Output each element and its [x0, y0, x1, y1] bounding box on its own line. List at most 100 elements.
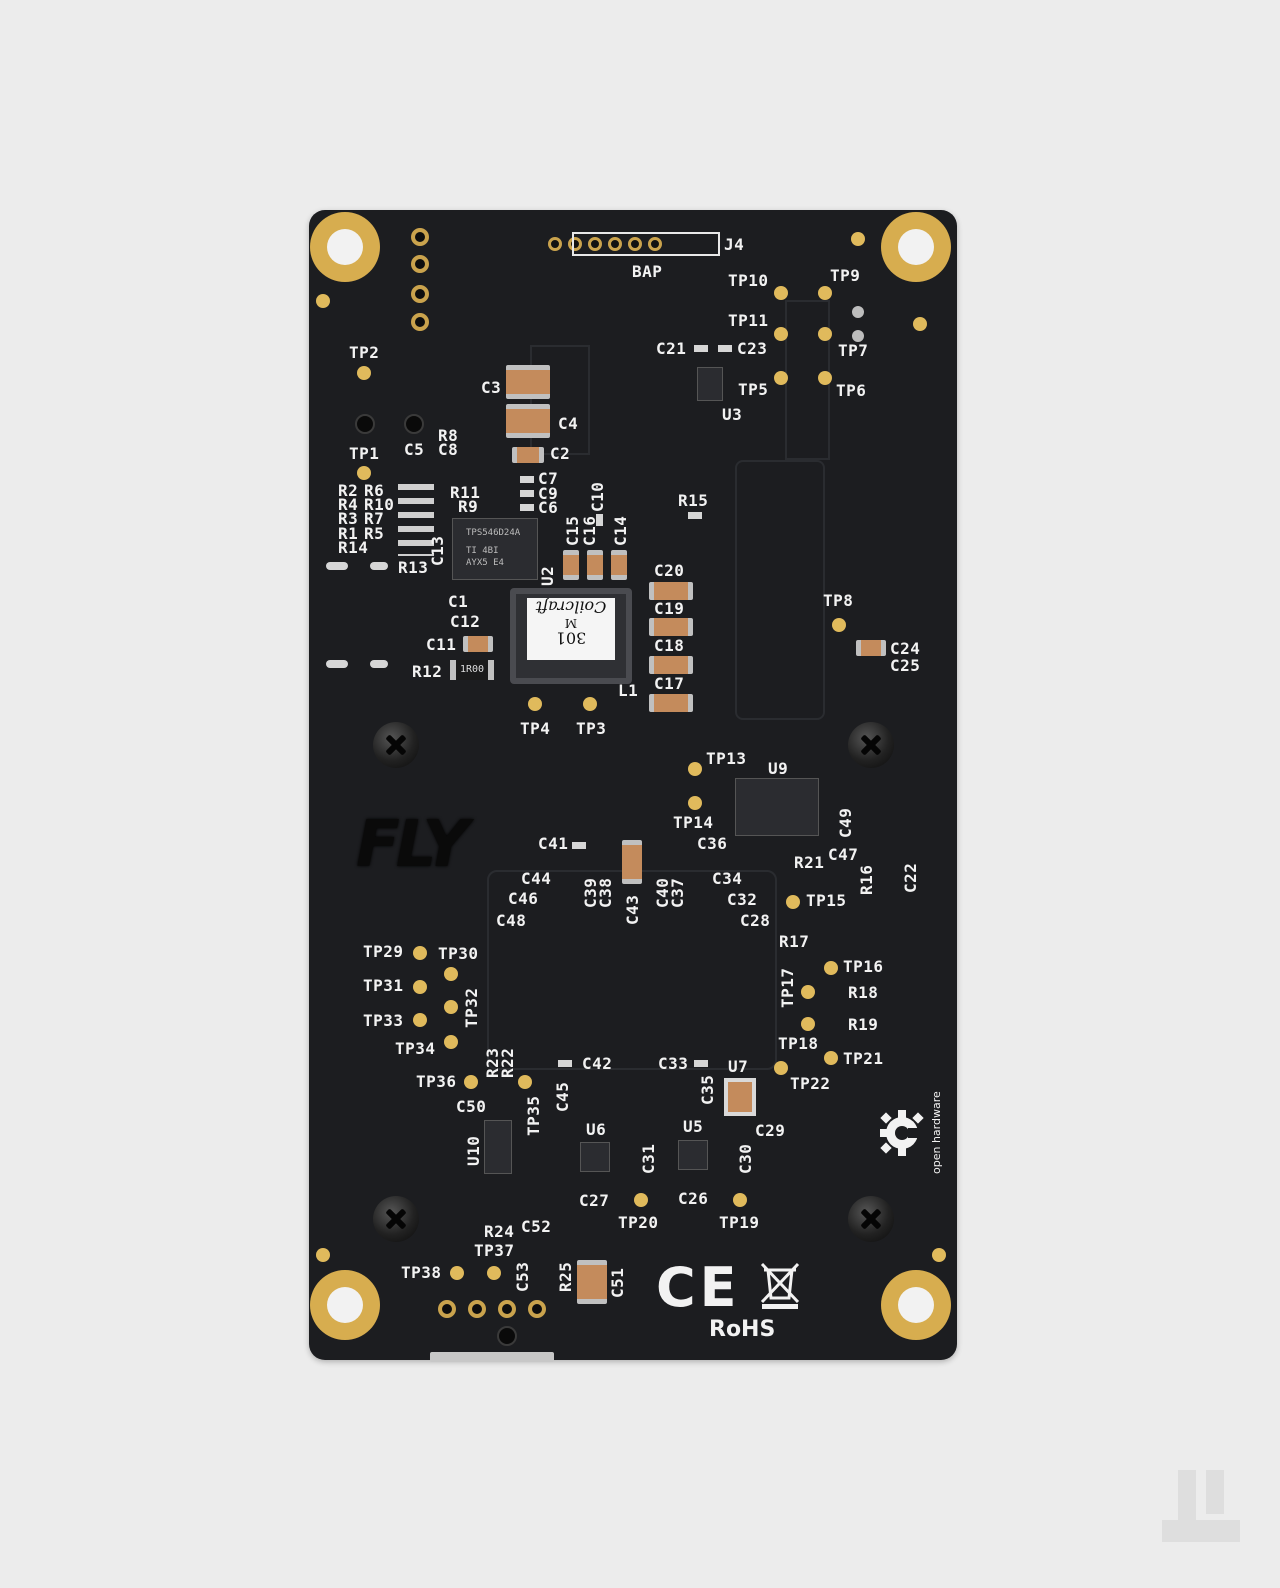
cap-c7	[520, 476, 534, 483]
label-R4: R4	[338, 495, 359, 514]
tp19-pad	[733, 1193, 747, 1207]
label-U9: U9	[768, 759, 789, 778]
label-TP22: TP22	[790, 1074, 831, 1093]
label-C38: C38	[596, 877, 615, 908]
label-R19: R19	[848, 1015, 879, 1034]
tp32-pad	[444, 1000, 458, 1014]
inductor-value: 301	[555, 628, 587, 648]
label-TP21: TP21	[843, 1049, 884, 1068]
tp-pad	[801, 1017, 815, 1031]
label-R5: R5	[364, 524, 385, 543]
label-C47: C47	[828, 845, 859, 864]
label-C6: C6	[538, 498, 559, 517]
watermark-logo	[1162, 1520, 1240, 1542]
handwritten-marker: FLY	[356, 808, 469, 882]
cap-c14	[611, 550, 627, 580]
label-U10: U10	[464, 1135, 483, 1166]
label-C48: C48	[496, 911, 527, 930]
label-TP5: TP5	[738, 380, 769, 399]
slot-pad	[326, 660, 348, 668]
tp34-pad	[444, 1035, 458, 1049]
label-TP7: TP7	[838, 341, 869, 360]
label-R7: R7	[364, 509, 385, 528]
label-U7: U7	[728, 1057, 749, 1076]
watermark-logo	[1206, 1470, 1224, 1514]
label-U6: U6	[586, 1120, 607, 1139]
label-C21: C21	[656, 339, 687, 358]
test-pad	[851, 232, 865, 246]
label-R8: R8	[438, 426, 459, 445]
ic-u9	[735, 778, 819, 836]
tp6-pad	[818, 371, 832, 385]
label-TP38: TP38	[401, 1263, 442, 1282]
label-TP2: TP2	[349, 343, 380, 362]
cap-c19	[649, 618, 693, 636]
mounting-hole	[881, 212, 951, 282]
usb-connector	[430, 1352, 554, 1362]
tp10-pad	[774, 286, 788, 300]
label-TP33: TP33	[363, 1011, 404, 1030]
ce-text: CE	[656, 1256, 741, 1319]
tp15-pad	[786, 895, 800, 909]
label-C10: C10	[588, 481, 607, 512]
label-C24: C24	[890, 639, 921, 658]
ic-u2	[452, 518, 538, 580]
label-TP32: TP32	[462, 987, 481, 1028]
tp29-pad	[413, 946, 427, 960]
label-TP9: TP9	[830, 266, 861, 285]
label-C3: C3	[481, 378, 502, 397]
rohs-mark: RoHS	[709, 1317, 775, 1342]
marker-text: FLY	[356, 808, 469, 882]
via	[411, 255, 429, 273]
label-R17: R17	[779, 932, 810, 951]
label-TP18: TP18	[778, 1034, 819, 1053]
ce-mark: CE	[656, 1256, 741, 1319]
label-C18: C18	[654, 636, 685, 655]
cap-c11	[463, 636, 493, 652]
label-TP14: TP14	[673, 813, 714, 832]
label-R3: R3	[338, 509, 359, 528]
label-C25: C25	[890, 656, 921, 675]
label-C49: C49	[836, 807, 855, 838]
r12-marking: 1R00	[459, 664, 485, 675]
label-C46: C46	[508, 889, 539, 908]
cap-c6	[520, 504, 534, 511]
label-R1: R1	[338, 524, 359, 543]
cap-c51	[577, 1260, 607, 1304]
label-R18: R18	[848, 983, 879, 1002]
tp35-pad	[518, 1075, 532, 1089]
pcb-board	[309, 210, 957, 1360]
label-TP20: TP20	[618, 1213, 659, 1232]
label-C33: C33	[658, 1054, 689, 1073]
watermark-logo	[1178, 1470, 1196, 1530]
resistor-array	[398, 484, 434, 556]
cap-c16	[587, 550, 603, 580]
cap-c24	[856, 640, 886, 656]
screw	[373, 1196, 419, 1242]
label-C8: C8	[438, 440, 459, 459]
tp9-pad	[818, 286, 832, 300]
label-BAP: BAP	[632, 262, 663, 281]
cap-c15	[563, 550, 579, 580]
inductor-label: Coilcraft M 301	[527, 598, 615, 660]
tp21-pad	[824, 1051, 838, 1065]
label-C17: C17	[654, 674, 685, 693]
label-U3: U3	[722, 405, 743, 424]
rohs-text: RoHS	[709, 1317, 776, 1342]
cap-c21	[694, 345, 708, 352]
inductor-grade: M	[564, 615, 578, 630]
label-TP30: TP30	[438, 944, 479, 963]
label-TP16: TP16	[843, 957, 884, 976]
tp3-pad	[583, 697, 597, 711]
tp1-pad	[357, 466, 371, 480]
cap-c4	[506, 404, 550, 438]
cap-c3	[506, 365, 550, 399]
tp22-pad	[774, 1061, 788, 1075]
label-TP37: TP37	[474, 1241, 515, 1260]
screw	[848, 722, 894, 768]
label-C13: C13	[428, 535, 447, 566]
cap-c9	[520, 490, 534, 497]
label-TP8: TP8	[823, 591, 854, 610]
cap-c42	[558, 1060, 572, 1067]
